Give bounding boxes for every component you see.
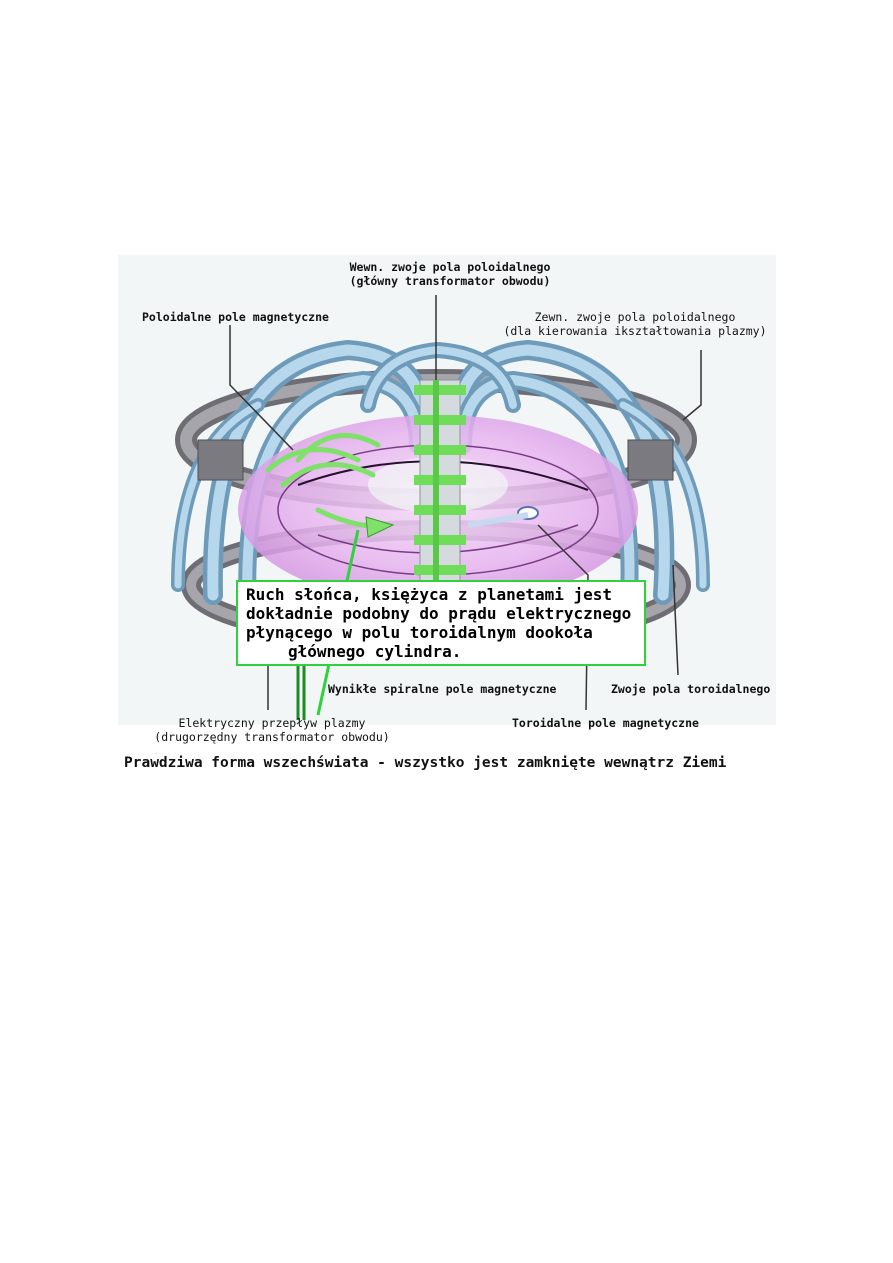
label-inner-coils-line2: (główny transformator obwodu) — [349, 274, 551, 288]
label-plasma-current: Elektryczny przepływ plazmy (drugorzędny… — [152, 716, 392, 744]
label-outer-coils-line2: (dla kierowania ikształtowania plazmy) — [503, 324, 767, 338]
label-plasma-current-line1: Elektryczny przepływ plazmy — [178, 716, 366, 730]
label-toroidal-field: Toroidalne pole magnetyczne — [512, 716, 699, 730]
label-toroidal-coils: Zwoje pola toroidalnego — [611, 682, 771, 696]
field-arrow-head-icon — [365, 516, 395, 538]
poloidal-coil-blocks — [197, 439, 674, 481]
label-plasma-current-line2: (drugorzędny transformator obwodu) — [154, 730, 390, 744]
callout-line-1: Ruch słońca, księżyca z planetami jest — [246, 585, 613, 604]
tokamak-illustration — [171, 295, 710, 720]
label-inner-coils: Wewn. zwoje pola poloidalnego (główny tr… — [320, 260, 580, 288]
label-spiral-field: Wynikłe spiralne pole magnetyczne — [328, 682, 557, 696]
callout-line-2: dokładnie podobny do prądu elektrycznego — [246, 604, 632, 623]
plasma-current-leads — [296, 665, 306, 720]
figure-caption: Prawdziwa forma wszechświata - wszystko … — [124, 755, 727, 771]
label-outer-coils: Zewn. zwoje pola poloidalnego (dla kiero… — [490, 310, 780, 338]
callout-box: Ruch słońca, księżyca z planetami jest d… — [236, 580, 646, 666]
label-poloidal-field: Poloidalne pole magnetyczne — [142, 310, 329, 324]
callout-line-3: płynącego w polu toroidalnym dookoła — [246, 623, 593, 642]
callout-line-4: głównego cylindra. — [288, 642, 462, 661]
label-outer-coils-line1: Zewn. zwoje pola poloidalnego — [534, 310, 736, 324]
label-inner-coils-line1: Wewn. zwoje pola poloidalnego — [349, 260, 551, 274]
toroidal-field-coils — [171, 339, 710, 624]
